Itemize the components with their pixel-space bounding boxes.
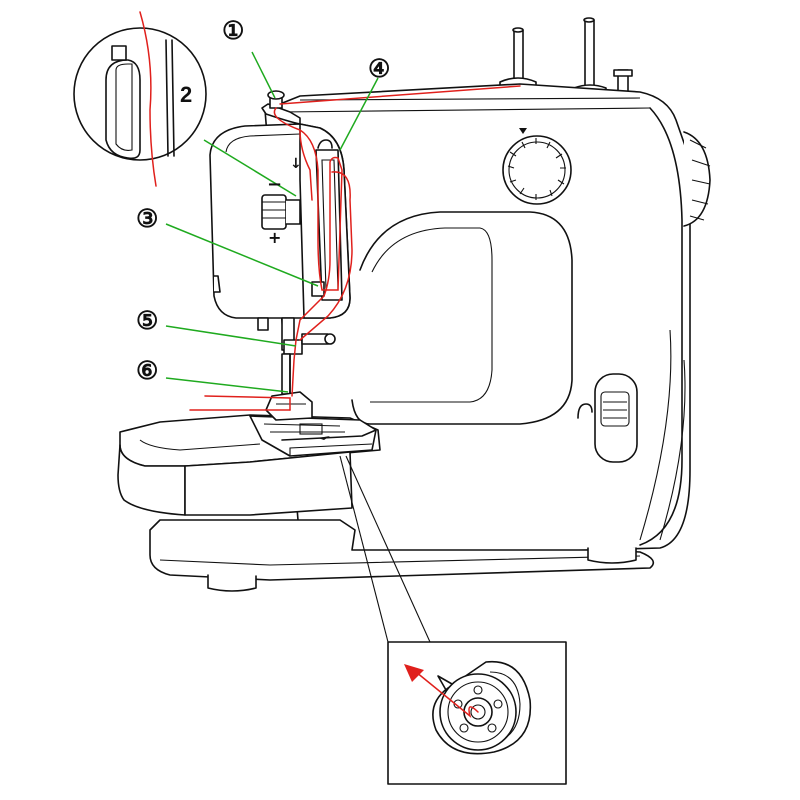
callout-5: ⑤ [136, 306, 159, 335]
leader-lines [165, 51, 379, 393]
tension-detail-inset [73, 11, 207, 187]
free-arm-bed [117, 414, 381, 516]
bobbin-inset [339, 455, 567, 785]
callout-1: ① [222, 16, 245, 45]
direction-arrow-icon [404, 664, 424, 682]
callout-4: ④ [368, 54, 391, 83]
down-arrow-icon: ↓ [290, 156, 302, 172]
callout-2: 2 [180, 82, 193, 107]
callout-3: ③ [136, 204, 159, 233]
thread-path [189, 85, 521, 411]
tension-minus-mark: − [267, 174, 283, 195]
machine-body [149, 83, 711, 592]
tension-plus-mark: + [268, 228, 282, 247]
callout-6: ⑥ [136, 356, 159, 385]
